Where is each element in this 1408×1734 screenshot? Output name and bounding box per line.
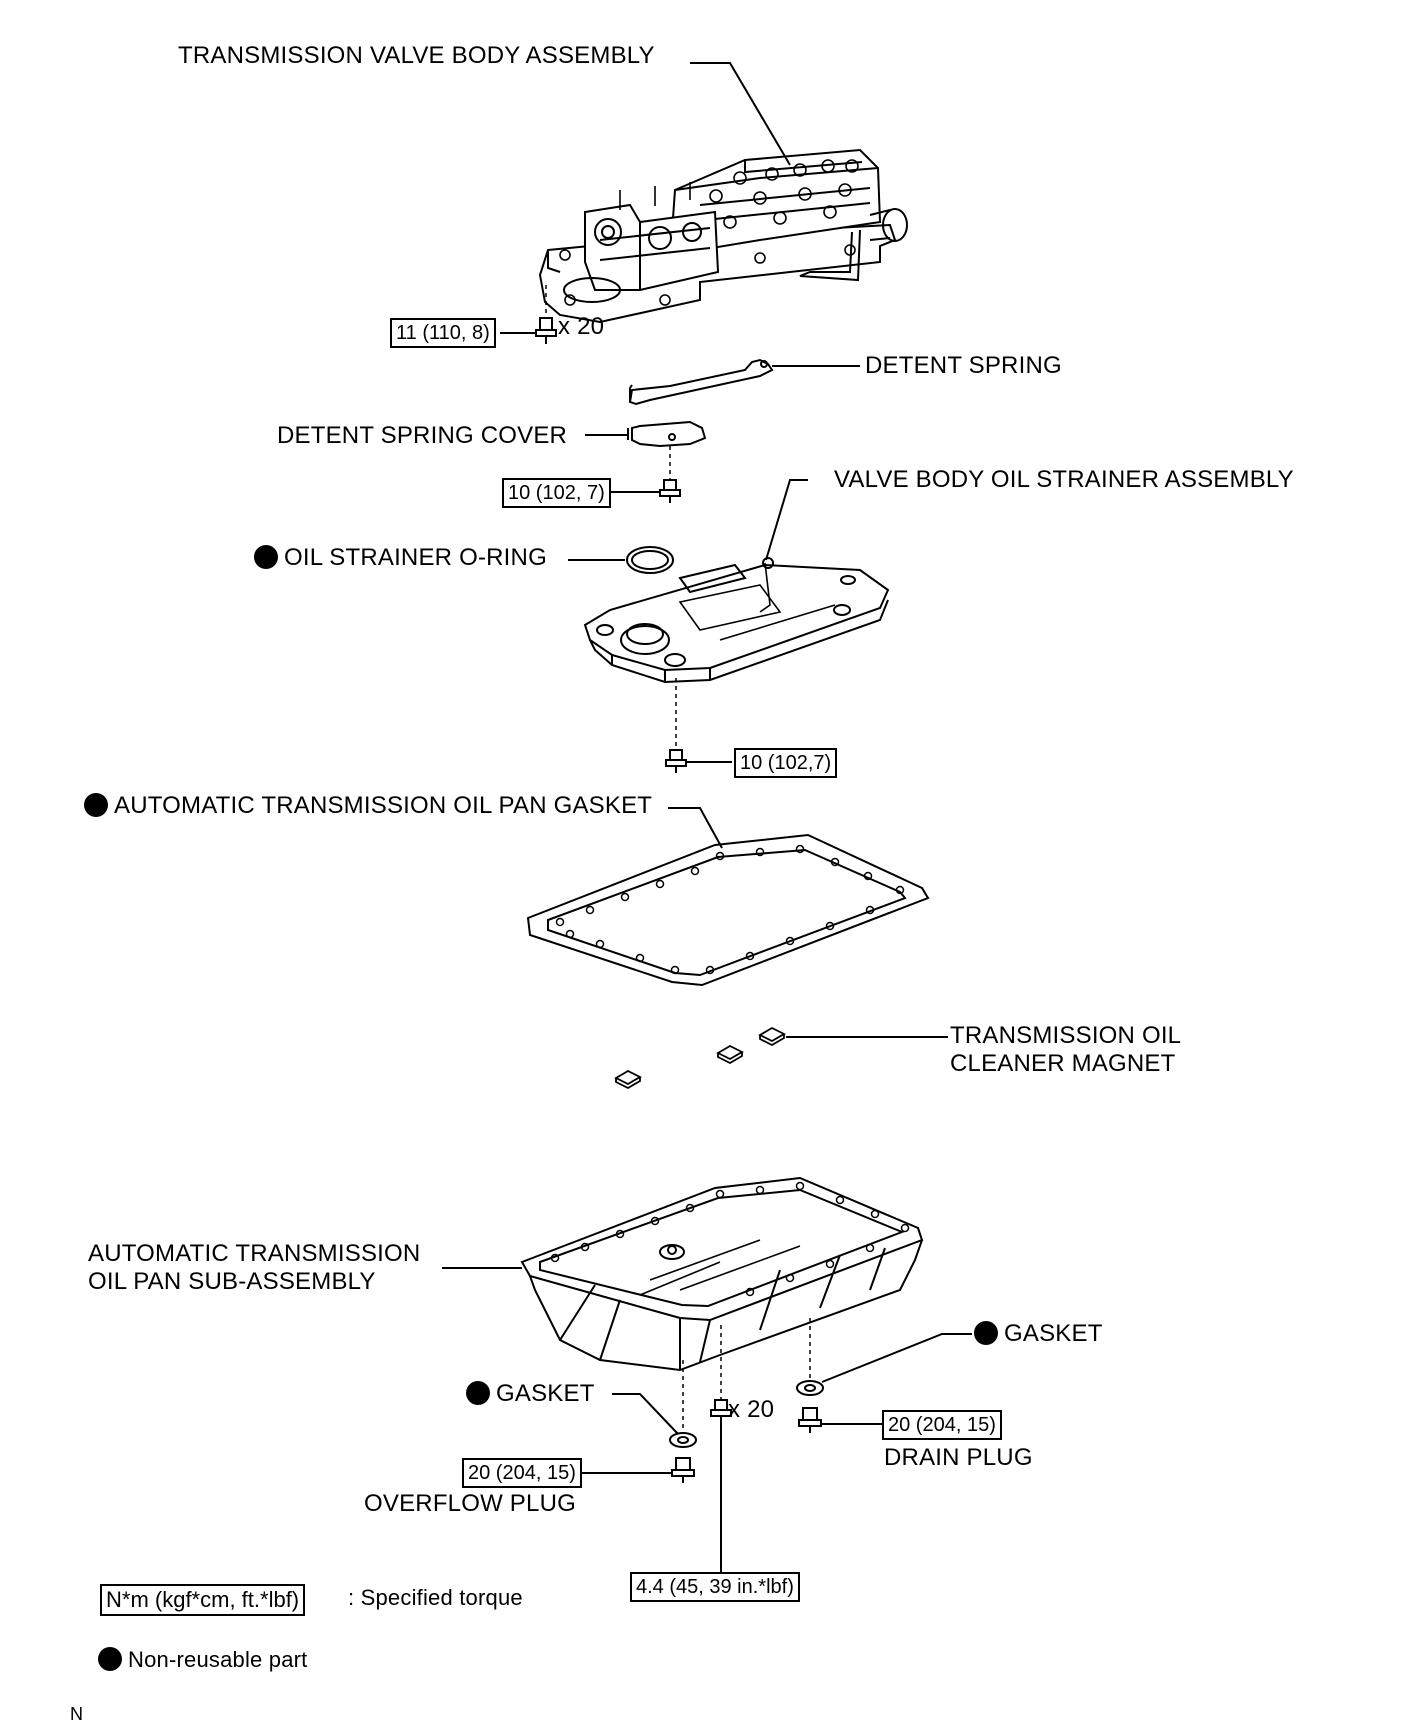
label-oil-strainer-o-ring: OIL STRAINER O-RING xyxy=(254,544,547,572)
label-oil-pan-gasket: AUTOMATIC TRANSMISSION OIL PAN GASKET xyxy=(84,792,652,820)
oil-pan-sub-assembly-illustration xyxy=(520,1176,924,1372)
cover-bolt-icon xyxy=(659,479,681,503)
label-cleaner-magnet: TRANSMISSION OIL CLEANER MAGNET xyxy=(950,1022,1182,1077)
legend-torque-key: N*m (kgf*cm, ft.*lbf) xyxy=(100,1584,306,1616)
label-overflow-plug: OVERFLOW PLUG xyxy=(364,1490,576,1517)
torque-pan-bolt: 4.4 (45, 39 in.*lbf) xyxy=(630,1572,800,1602)
non-reusable-dot-icon xyxy=(98,1647,122,1671)
label-valve-body-oil-strainer: VALVE BODY OIL STRAINER ASSEMBLY xyxy=(834,466,1294,493)
valve-body-oil-strainer-illustration xyxy=(583,557,890,684)
detent-spring-illustration xyxy=(628,358,774,406)
torque-overflow-plug: 20 (204, 15) xyxy=(462,1458,582,1488)
torque-drain-plug: 20 (204, 15) xyxy=(882,1410,1002,1440)
overflow-gasket-icon xyxy=(669,1432,697,1448)
legend-torque-description: : Specified torque xyxy=(348,1585,523,1610)
non-reusable-dot-icon xyxy=(254,545,278,569)
non-reusable-dot-icon xyxy=(84,793,108,817)
torque-valve-body-bolt: 11 (110, 8) xyxy=(390,318,496,348)
valve-body-bolt-icon xyxy=(535,317,557,344)
torque-cover-bolt: 10 (102, 7) xyxy=(502,478,611,508)
footer-mark: N xyxy=(70,1704,84,1724)
qty-valve-body-bolts: x 20 xyxy=(558,313,605,340)
label-gasket-drain: GASKET xyxy=(974,1320,1103,1348)
legend-non-reusable: Non-reusable part xyxy=(98,1646,308,1674)
label-transmission-valve-body: TRANSMISSION VALVE BODY ASSEMBLY xyxy=(178,42,655,69)
label-detent-spring-cover: DETENT SPRING COVER xyxy=(277,422,568,449)
valve-body-assembly-illustration xyxy=(538,148,908,324)
drain-gasket-icon xyxy=(796,1380,824,1396)
strainer-bolt-icon xyxy=(665,749,687,773)
non-reusable-dot-icon xyxy=(466,1381,490,1405)
pan-bolt-icon xyxy=(710,1399,732,1417)
drain-plug-icon xyxy=(798,1407,822,1433)
torque-strainer-bolt: 10 (102,7) xyxy=(734,748,838,778)
label-drain-plug: DRAIN PLUG xyxy=(884,1444,1033,1471)
oil-pan-gasket-illustration xyxy=(526,833,930,987)
non-reusable-dot-icon xyxy=(974,1321,998,1345)
label-detent-spring: DETENT SPRING xyxy=(865,352,1062,379)
label-oil-pan-sub-assembly: AUTOMATIC TRANSMISSION OIL PAN SUB-ASSEM… xyxy=(88,1240,421,1295)
oil-strainer-o-ring-illustration xyxy=(626,546,674,574)
qty-pan-bolts: x 20 xyxy=(728,1396,775,1423)
detent-spring-cover-illustration xyxy=(627,420,707,448)
overflow-plug-icon xyxy=(671,1457,695,1483)
cleaner-magnet-illustrations xyxy=(614,1026,786,1090)
label-gasket-overflow: GASKET xyxy=(466,1380,595,1408)
